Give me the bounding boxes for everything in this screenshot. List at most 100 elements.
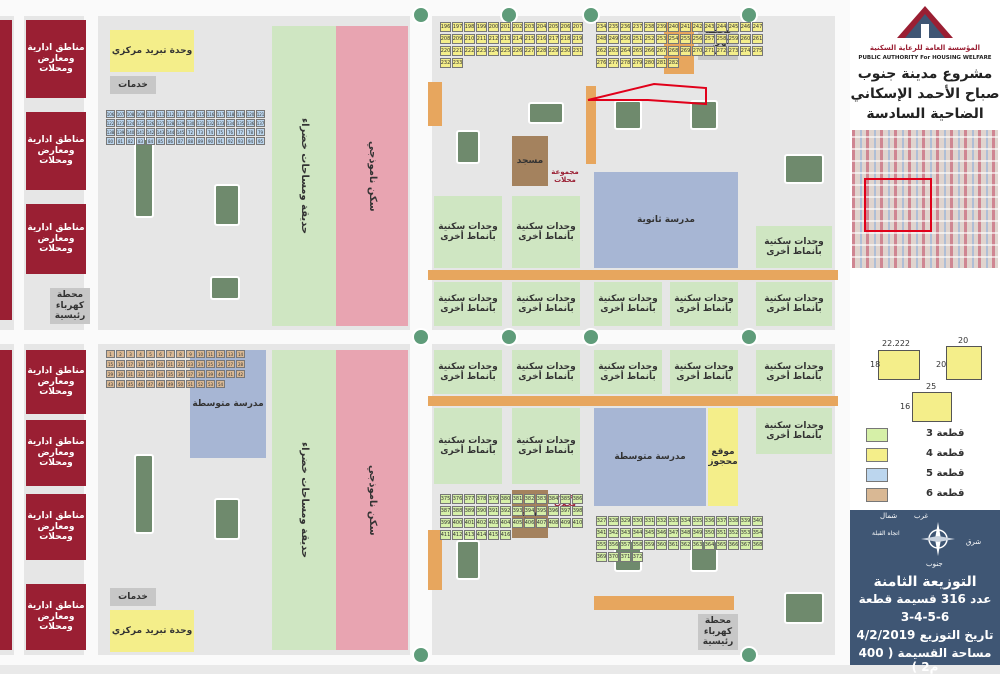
plot-405: 405 (512, 518, 523, 528)
plot-6: 6 (156, 350, 165, 358)
roundabout (582, 6, 600, 24)
plot-35: 35 (166, 370, 175, 378)
plot-415: 415 (488, 530, 499, 540)
plot-245: 245 (728, 22, 739, 32)
plot-400: 400 (452, 518, 463, 528)
plot-254: 254 (668, 34, 679, 44)
park-label: حديقة ومساحات خضراء (298, 441, 310, 559)
plot-134: 134 (226, 119, 235, 127)
project-title-line2: صباح الأحمد الإسكاني (850, 86, 1000, 102)
plot-82: 82 (126, 137, 135, 145)
plot-259: 259 (728, 34, 739, 44)
orange-band (594, 596, 734, 610)
plot-50: 50 (176, 380, 185, 388)
plot-227: 227 (524, 46, 535, 56)
plot-88: 88 (186, 137, 195, 145)
project-title-line1: مشروع مدينة جنوب (857, 66, 993, 82)
plot-4: 4 (136, 350, 145, 358)
plot-409: 409 (560, 518, 571, 528)
plot-372: 372 (632, 552, 643, 562)
roundabout (740, 328, 758, 346)
inner-courtyard (456, 130, 480, 164)
plot-333: 333 (668, 516, 679, 526)
plot-24: 24 (196, 360, 205, 368)
plot-378: 378 (476, 494, 487, 504)
housing-block: وحدات سكنية بأنماط أخرى (512, 196, 580, 268)
plot-type-label: قطعة 4 (926, 448, 965, 459)
plot-250: 250 (620, 34, 631, 44)
plot-135: 135 (236, 119, 245, 127)
plot-393: 393 (512, 506, 523, 516)
plot-229: 229 (548, 46, 559, 56)
inner-courtyard (210, 276, 240, 300)
plot-85: 85 (156, 137, 165, 145)
park-label: حديقة ومساحات خضراء (298, 117, 310, 235)
housing-block: وحدات سكنية بأنماط أخرى (594, 350, 662, 394)
plot-89: 89 (196, 137, 205, 145)
middle-school: مدرسة متوسطة (190, 350, 266, 458)
plot-396: 396 (548, 506, 559, 516)
model-housing-strip: سكن ناموذجي (336, 350, 408, 650)
roundabout (412, 6, 430, 24)
admin-zone-label: مناطق ادارية ومعارض ومحلات (27, 366, 85, 398)
distribution-title: التوزيعة الثامنة (873, 574, 977, 590)
plot-type-swatch (866, 428, 888, 442)
roundabout (500, 328, 518, 346)
plot-255: 255 (680, 34, 691, 44)
plot-346: 346 (656, 528, 667, 538)
plot-107: 107 (116, 110, 125, 118)
housing-label: وحدات سكنية بأنماط أخرى (674, 361, 734, 382)
plot-214: 214 (512, 34, 523, 44)
plot-212: 212 (488, 34, 499, 44)
plot-131: 131 (196, 119, 205, 127)
roundabout (740, 646, 758, 664)
admin-zone-label: مناطق ادارية ومعارض ومحلات (27, 437, 85, 469)
plot-381: 381 (512, 494, 523, 504)
roundabout (582, 328, 600, 346)
plot-211: 211 (476, 34, 487, 44)
plot-382: 382 (524, 494, 535, 504)
plot-347: 347 (668, 528, 679, 538)
plot-256: 256 (692, 34, 703, 44)
plot-281: 281 (656, 58, 667, 68)
plot-328: 328 (608, 516, 619, 526)
plot-268: 268 (668, 46, 679, 56)
plot-230: 230 (560, 46, 571, 56)
dim-label: 20 (958, 336, 969, 345)
plot-394: 394 (524, 506, 535, 516)
housing-block: وحدات سكنية بأنماط أخرى (434, 282, 502, 326)
plot-118: 118 (226, 110, 235, 118)
plot-376: 376 (452, 494, 463, 504)
plot-dimension-diagram (878, 350, 920, 380)
housing-block: وحدات سكنية بأنماط أخرى (756, 282, 832, 326)
plot-129: 129 (176, 119, 185, 127)
plot-109: 109 (136, 110, 145, 118)
plot-370: 370 (608, 552, 619, 562)
central-cooling-unit: وحدة تبريد مركزي (110, 610, 194, 652)
plot-353: 353 (740, 528, 751, 538)
plot-9: 9 (186, 350, 195, 358)
mosque-label: مسجد (516, 155, 544, 166)
middle-school-label: مدرسة متوسطة (192, 398, 264, 409)
plot-40: 40 (216, 370, 225, 378)
model-housing-strip: سكن ناموذجي (336, 26, 408, 326)
plot-3: 3 (126, 350, 135, 358)
plot-363: 363 (692, 540, 703, 550)
housing-block: وحدات سكنية بأنماط أخرى (434, 408, 502, 484)
plot-366: 366 (728, 540, 739, 550)
orange-band (428, 530, 442, 590)
plot-48: 48 (156, 380, 165, 388)
plot-90: 90 (206, 137, 215, 145)
dim-label: 20 (936, 360, 947, 369)
housing-block: وحدات سكنية بأنماط أخرى (434, 350, 502, 394)
inner-courtyard (214, 498, 240, 540)
site-plan-map: مناطق ادارية ومعارض ومحلات مناطق ادارية … (0, 0, 850, 665)
plot-263: 263 (608, 46, 619, 56)
inner-courtyard (784, 592, 824, 624)
plot-128: 128 (166, 119, 175, 127)
plot-86: 86 (166, 137, 175, 145)
plot-43: 43 (106, 380, 115, 388)
housing-label: وحدات سكنية بأنماط أخرى (764, 293, 824, 314)
housing-label: وحدات سكنية بأنماط أخرى (516, 435, 576, 456)
plot-205: 205 (548, 22, 559, 32)
